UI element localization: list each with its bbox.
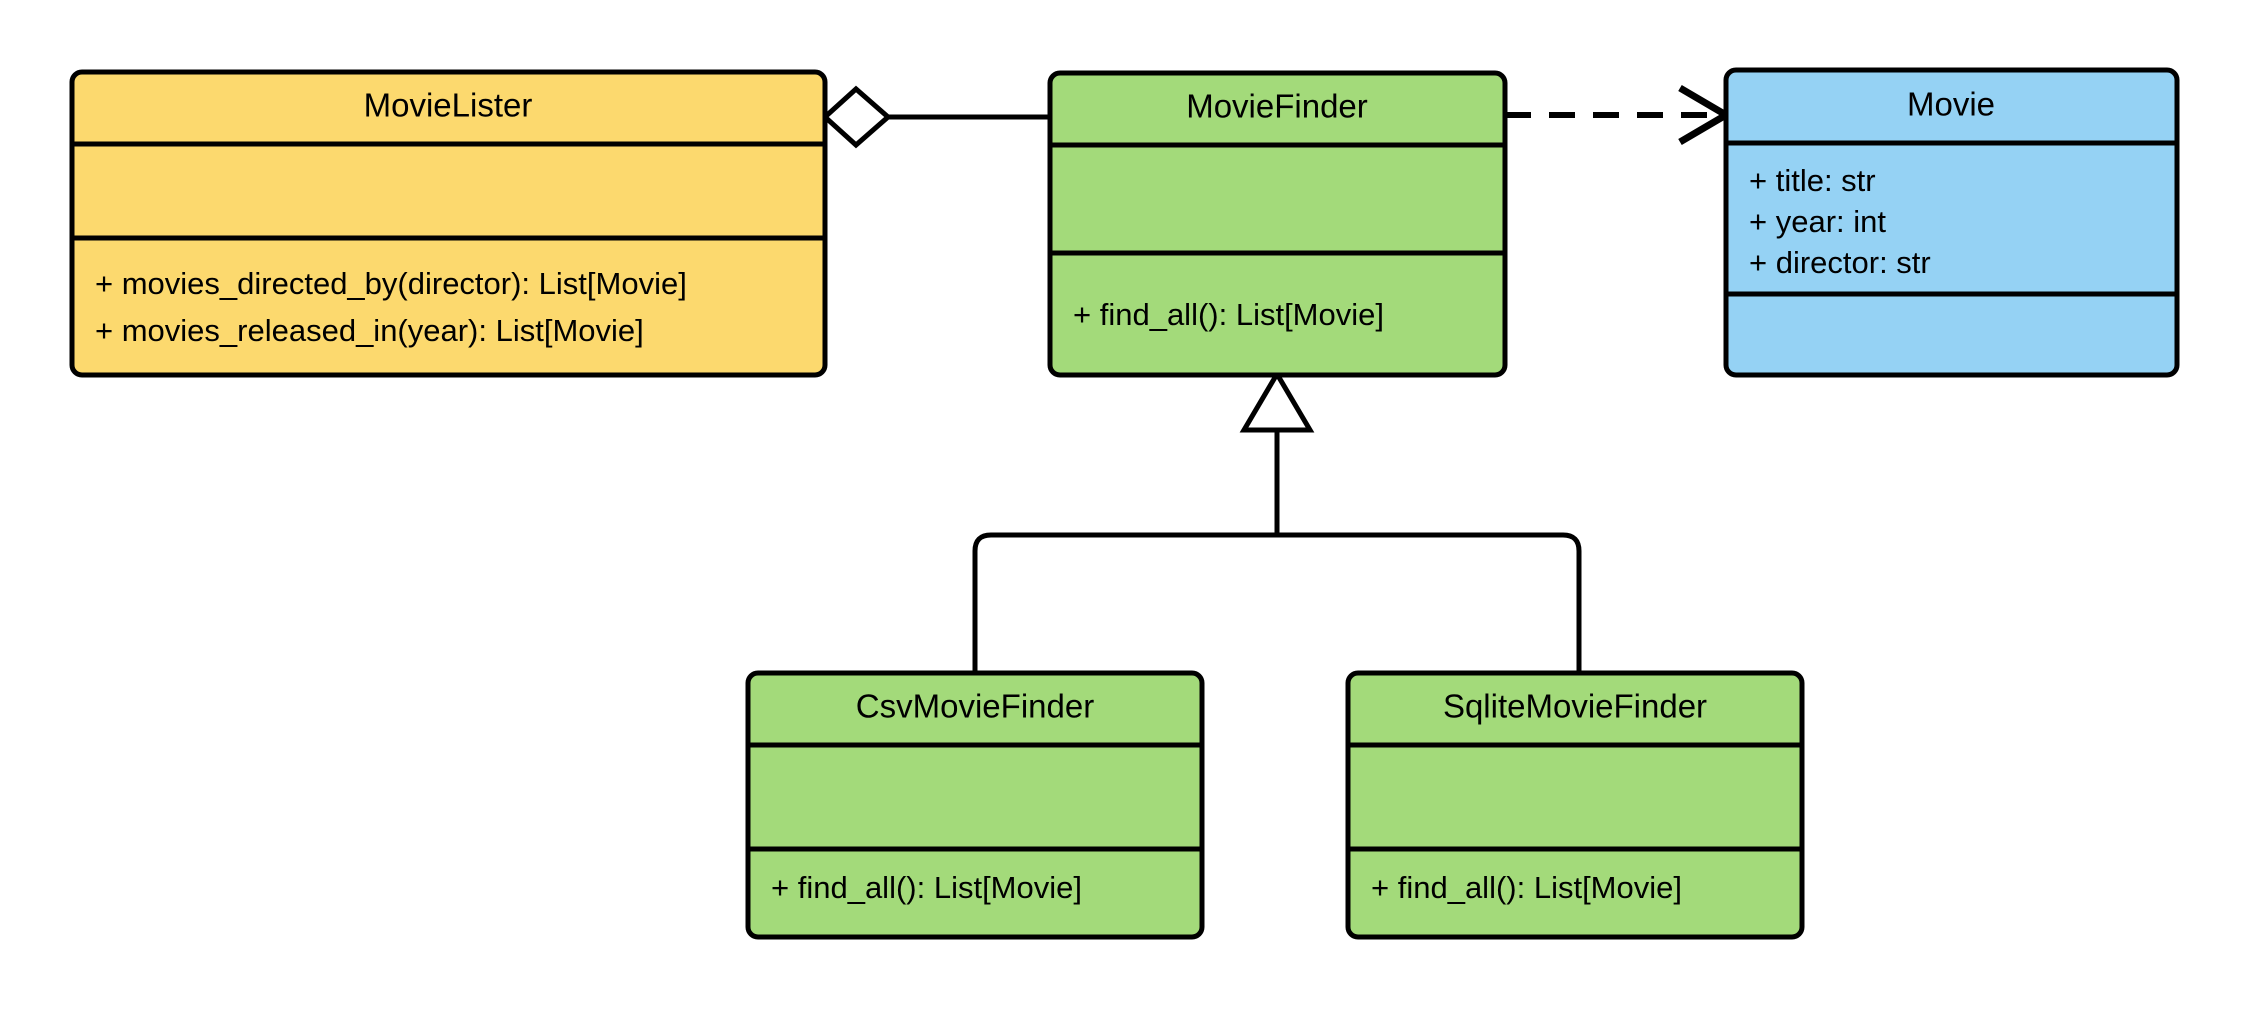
movie-lister-method-1: + movies_released_in(year): List[Movie]: [95, 313, 644, 348]
movie-lister-frame: [69, 69, 828, 378]
edge-aggregation-lister-finder[interactable]: [821, 85, 1050, 149]
generalization-branch-bar: [972, 532, 1582, 673]
movie-finder-method-0: + find_all(): List[Movie]: [1073, 297, 1384, 332]
edge-generalization-tree[interactable]: [972, 369, 1582, 673]
hollow-triangle-marker: [1239, 369, 1315, 433]
movie-lister-method-0: + movies_directed_by(director): List[Mov…: [95, 266, 687, 301]
class-box-movie-finder[interactable]: MovieFinder + find_all(): List[Movie]: [1047, 70, 1508, 378]
class-box-movie-lister[interactable]: MovieLister + movies_directed_by(directo…: [69, 69, 828, 378]
movie-attribute-0: + title: str: [1749, 163, 1876, 198]
class-box-sqlite-movie-finder[interactable]: SqliteMovieFinder + find_all(): List[Mov…: [1345, 670, 1805, 940]
movie-finder-frame: [1047, 70, 1508, 378]
movie-lister-title: MovieLister: [364, 87, 533, 124]
sqlite-movie-finder-method-0: + find_all(): List[Movie]: [1371, 870, 1682, 905]
movie-frame: [1723, 67, 2180, 378]
csv-movie-finder-frame: [745, 670, 1205, 940]
csv-movie-finder-method-0: + find_all(): List[Movie]: [771, 870, 1082, 905]
sqlite-movie-finder-frame: [1345, 670, 1805, 940]
edge-dependency-finder-movie[interactable]: [1505, 84, 1733, 146]
movie-attribute-2: + director: str: [1749, 245, 1931, 280]
sqlite-movie-finder-title: SqliteMovieFinder: [1443, 688, 1707, 725]
csv-movie-finder-title: CsvMovieFinder: [856, 688, 1094, 725]
movie-title: Movie: [1907, 86, 1995, 123]
hollow-diamond-marker: [821, 85, 892, 149]
class-box-csv-movie-finder[interactable]: CsvMovieFinder + find_all(): List[Movie]: [745, 670, 1205, 940]
movie-attribute-1: + year: int: [1749, 204, 1886, 239]
class-box-movie[interactable]: Movie + title: str + year: int + directo…: [1723, 67, 2180, 378]
movie-finder-title: MovieFinder: [1186, 88, 1368, 125]
